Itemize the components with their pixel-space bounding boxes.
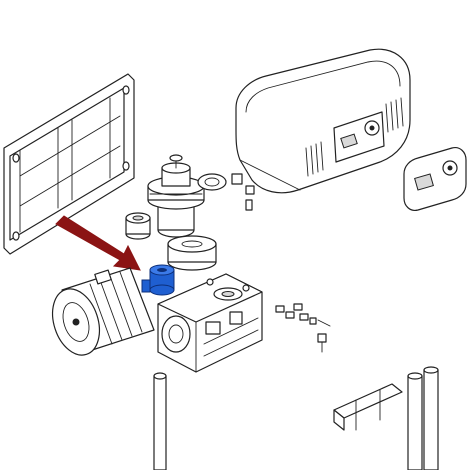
pointer-arrow [55,215,141,271]
control-panel [403,147,467,211]
limit-screws [275,303,331,353]
motor-cover [235,48,411,194]
cover-label-plate [333,111,385,163]
electric-motor [51,267,155,356]
gear-stack [147,154,205,238]
wall-bracket [3,73,135,255]
drive-pulley [167,235,217,271]
mounting-bracket [333,366,439,470]
small-clip [197,173,255,211]
gearbox-housing [157,273,263,373]
highlighted-bushing [141,264,175,296]
release-ring [125,212,151,240]
cover-vents [305,97,404,177]
drive-shaft [153,372,167,470]
